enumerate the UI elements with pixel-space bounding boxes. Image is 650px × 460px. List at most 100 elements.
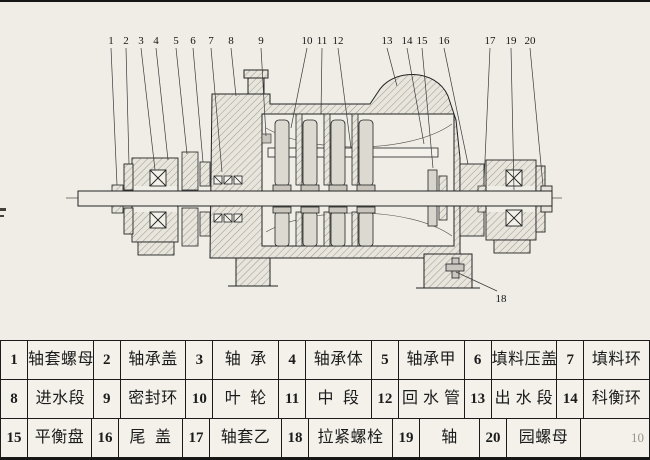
leader-line-15 [421, 47, 434, 169]
part-name-cell: 轴 承 [213, 341, 280, 380]
pump-cross-section: 1 2 3 4 5 6 7 8 9 10 11 12 13 14 15 16 1 [0, 35, 562, 305]
part-number-cell: 4 [279, 341, 307, 380]
callout-label-4: 4 [153, 35, 159, 47]
callout-label-16: 16 [439, 35, 451, 47]
part-name-cell: 轴套螺母 [28, 341, 94, 380]
part-number-cell: 15 [1, 419, 28, 458]
callout-label-12: 12 [333, 35, 344, 47]
part-name-cell: 进水段 [28, 380, 94, 419]
callout-label-20: 20 [525, 35, 537, 47]
part-name-cell: 园螺母 [507, 419, 581, 458]
impeller [300, 119, 320, 247]
scan-artifact-marks [0, 208, 6, 217]
part-number-cell: 7 [557, 341, 585, 380]
bearing-bracket-foot [493, 239, 531, 254]
leader-line-9 [260, 47, 267, 137]
pump-feet [228, 253, 480, 289]
callout-label-17: 17 [485, 35, 497, 47]
table-row: 8 进水段 9 密封环 10 叶 轮 11 中 段 12 回 水 管 13 出 … [1, 380, 650, 419]
seal-ring [261, 133, 272, 144]
part-number-cell: 11 [279, 380, 307, 419]
leader-line-4 [155, 47, 169, 161]
part-number-cell: 20 [480, 419, 507, 458]
table-row: 1 轴套螺母 2 轴承盖 3 轴 承 4 轴承体 5 轴承甲 6 填料压盖 7 … [1, 341, 650, 380]
callout-label-3: 3 [138, 35, 144, 47]
part-number-cell: 9 [93, 380, 121, 419]
part-name-cell: 科衡环 [584, 380, 650, 419]
part-number-cell: 1 [1, 341, 28, 380]
part-name-cell: 回 水 管 [398, 380, 465, 419]
part-name-cell: 轴承体 [306, 341, 372, 380]
part-name-cell: 填料环 [584, 341, 650, 380]
part-name-cell: 密封环 [120, 380, 187, 419]
leader-line-3 [140, 47, 156, 171]
part-number-cell: 6 [464, 341, 492, 380]
pump-diagram: 1 2 3 4 5 6 7 8 9 10 11 12 13 14 15 16 1 [0, 2, 650, 340]
part-number-cell: 8 [1, 380, 28, 419]
impeller [272, 119, 292, 247]
leader-line-17 [483, 47, 491, 183]
leader-line-8 [230, 47, 237, 97]
leader-line-12 [337, 47, 352, 149]
part-name-cell: 轴套乙 [210, 419, 282, 458]
shaft-overlay [77, 190, 553, 207]
leader-line-13 [386, 47, 398, 87]
packing-rings [213, 175, 243, 223]
leader-line-1 [110, 47, 118, 186]
part-number-cell: 17 [183, 419, 210, 458]
middle-section-partitions [295, 113, 359, 247]
leader-line-5 [175, 47, 188, 155]
leader-line-7 [210, 47, 223, 173]
leader-lines [110, 47, 544, 292]
part-number-cell: 13 [464, 380, 492, 419]
callout-label-14: 14 [402, 35, 414, 47]
part-name-cell: 平衡盘 [28, 419, 92, 458]
callout-label-18: 18 [496, 293, 508, 305]
part-name-cell: 拉紧螺栓 [309, 419, 393, 458]
packing-gland [199, 161, 211, 237]
impeller [328, 119, 348, 247]
part-name-cell: 尾 盖 [119, 419, 183, 458]
callout-label-15: 15 [417, 35, 429, 47]
part-number-cell: 18 [282, 419, 309, 458]
callout-label-9: 9 [258, 35, 264, 47]
leader-line-18 [455, 271, 498, 292]
parts-table: 1 轴套螺母 2 轴承盖 3 轴 承 4 轴承体 5 轴承甲 6 填料压盖 7 … [0, 340, 650, 458]
impellers [272, 119, 376, 247]
bearing-cover [123, 163, 134, 235]
bearing-bracket [181, 151, 199, 247]
part-name-cell: 叶 轮 [213, 380, 280, 419]
ball-bearing [149, 169, 167, 229]
stuffing-box [181, 151, 243, 247]
part-number-cell: 16 [92, 419, 119, 458]
part-number-cell: 14 [557, 380, 585, 419]
leader-line-20 [529, 47, 544, 187]
part-name-cell: 轴承盖 [120, 341, 187, 380]
callout-label-1: 1 [108, 35, 114, 47]
pump-diagram-svg: 1 2 3 4 5 6 7 8 9 10 11 12 13 14 15 16 1 [0, 35, 562, 305]
part-name-cell: 填料压盖 [491, 341, 558, 380]
bearing-bracket-foot [137, 241, 175, 256]
callout-label-6: 6 [190, 35, 196, 47]
margin-note: 10 [581, 419, 650, 458]
part-number-cell: 12 [371, 380, 399, 419]
tension-bolt [445, 257, 465, 279]
leader-line-19 [510, 47, 515, 191]
callout-label-13: 13 [382, 35, 394, 47]
leader-line-11 [320, 47, 323, 115]
part-number-cell: 2 [93, 341, 121, 380]
leader-line-16 [443, 47, 469, 165]
part-name-cell: 轴承甲 [398, 341, 465, 380]
leader-line-6 [192, 47, 204, 163]
part-number-cell: 10 [186, 380, 214, 419]
part-name-cell: 轴 [420, 419, 480, 458]
inlet-flange [243, 69, 269, 95]
callout-label-5: 5 [173, 35, 179, 47]
callout-labels: 1 2 3 4 5 6 7 8 9 10 11 12 13 14 15 16 1 [108, 35, 536, 305]
table-row: 15 平衡盘 16 尾 盖 17 轴套乙 18 拉紧螺栓 19 轴 20 园螺母… [1, 419, 650, 458]
leader-line-10 [290, 47, 308, 129]
callout-label-19: 19 [506, 35, 518, 47]
callout-label-11: 11 [317, 35, 328, 47]
callout-label-2: 2 [123, 35, 129, 47]
